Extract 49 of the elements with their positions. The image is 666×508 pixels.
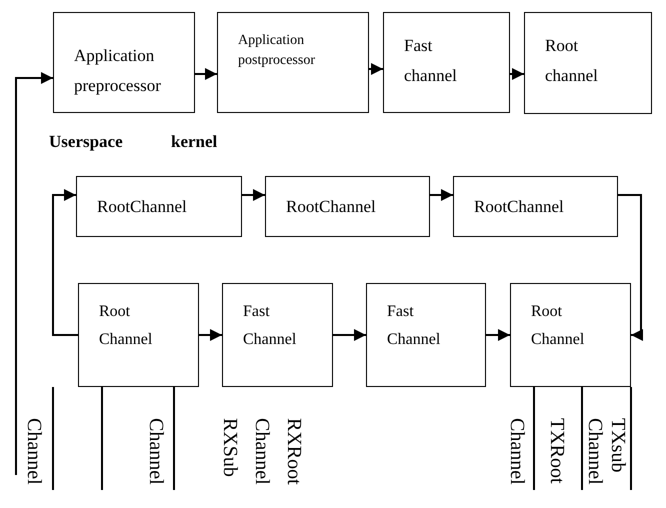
arrow bbox=[333, 329, 366, 341]
region-label: Userspace bbox=[49, 132, 123, 152]
box-label: Root Channel bbox=[99, 302, 154, 350]
connector-line bbox=[581, 387, 583, 490]
signal-name: Channel bbox=[146, 418, 166, 485]
arrow bbox=[242, 189, 265, 201]
arrow bbox=[430, 189, 453, 201]
box-label: RootChannel bbox=[474, 196, 565, 218]
arrow bbox=[369, 63, 383, 75]
signal-name: TXsub bbox=[608, 418, 628, 472]
arrow bbox=[52, 189, 78, 336]
box-label: RootChannel bbox=[97, 196, 188, 218]
signal-name: Channel bbox=[585, 418, 605, 485]
connector-line bbox=[630, 387, 632, 490]
process-box bbox=[78, 283, 199, 387]
box-label: Application postprocessor bbox=[238, 32, 316, 70]
process-box bbox=[524, 12, 652, 114]
process-box bbox=[53, 12, 195, 113]
process-box bbox=[217, 12, 369, 113]
signal-name: Channel bbox=[252, 418, 272, 485]
arrow bbox=[618, 194, 643, 341]
process-box bbox=[265, 176, 430, 237]
signal-name: Channel bbox=[24, 418, 44, 485]
process-box bbox=[76, 176, 242, 237]
box-label: RootChannel bbox=[286, 196, 377, 218]
box-label: Fast Channel bbox=[243, 302, 298, 350]
connector-line bbox=[101, 387, 103, 490]
arrow bbox=[510, 68, 524, 80]
box-label: Fast channel bbox=[404, 35, 458, 87]
process-box bbox=[383, 12, 510, 113]
box-label: Application preprocessor bbox=[74, 45, 162, 97]
process-box bbox=[366, 283, 486, 387]
connector-line bbox=[173, 387, 175, 490]
box-label: Root channel bbox=[545, 35, 599, 87]
region-label: kernel bbox=[171, 132, 218, 152]
signal-name: RXRoot bbox=[284, 418, 304, 485]
signal-name: RXSub bbox=[220, 418, 240, 477]
process-box bbox=[510, 283, 631, 387]
connector-line bbox=[533, 387, 535, 490]
signal-name: Channel bbox=[507, 418, 527, 485]
box-label: Root Channel bbox=[531, 302, 586, 350]
arrow bbox=[486, 329, 510, 341]
arrow bbox=[199, 329, 222, 341]
process-box bbox=[453, 176, 618, 237]
arrow bbox=[15, 72, 53, 475]
box-label: Fast Channel bbox=[387, 302, 442, 350]
process-box bbox=[222, 283, 333, 387]
arrow bbox=[195, 68, 217, 80]
signal-name: TXRoot bbox=[547, 418, 567, 484]
